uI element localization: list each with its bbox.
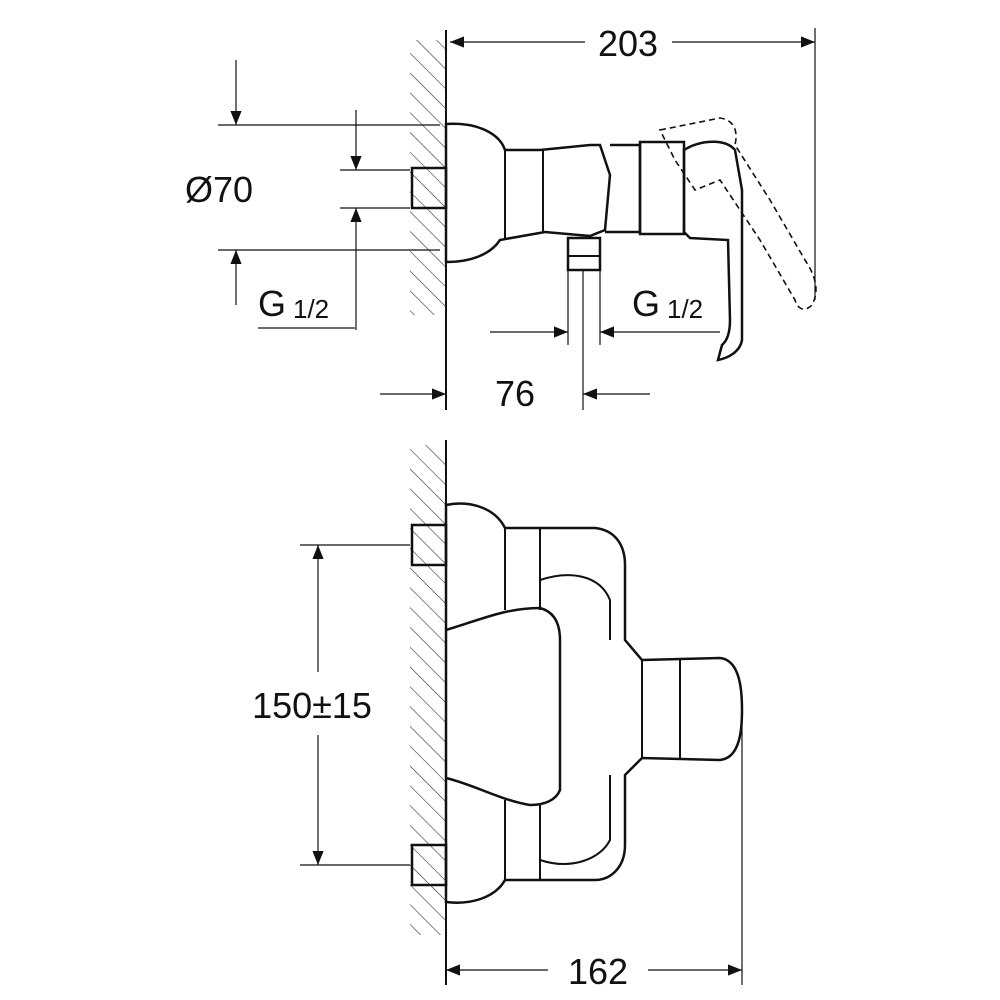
depth-label: 162 [568,951,628,992]
outlet-offset-label: 76 [495,373,535,414]
side-view: Ø70 G 1/2 203 76 G 1/2 [185,23,817,414]
thread-inlet-label: G [258,283,286,324]
thread-outlet-fraction: 1/2 [667,294,703,324]
thread-inlet-fraction: 1/2 [293,294,329,324]
body-side-curve [539,574,611,865]
wall-hatch-top [410,40,446,315]
mixer-body-front [444,502,744,904]
lever-block [605,143,642,234]
diameter-label: Ø70 [185,169,253,210]
mixer-body-side [444,122,612,264]
front-view: 150±15 162 [252,440,744,992]
wall-hatch-bottom [410,445,446,935]
outlet-spout [566,236,602,272]
lever-alt-position [658,117,817,310]
thread-outlet-label: G [632,283,660,324]
lever-handle [682,140,744,362]
width-total-label: 203 [598,23,658,64]
thread-inlet-g: G [258,283,286,324]
body-inner-recess [445,606,562,807]
thread-outlet-g: G [632,283,660,324]
inlet-spacing-label: 150±15 [252,685,372,726]
lever-housing [638,140,686,236]
